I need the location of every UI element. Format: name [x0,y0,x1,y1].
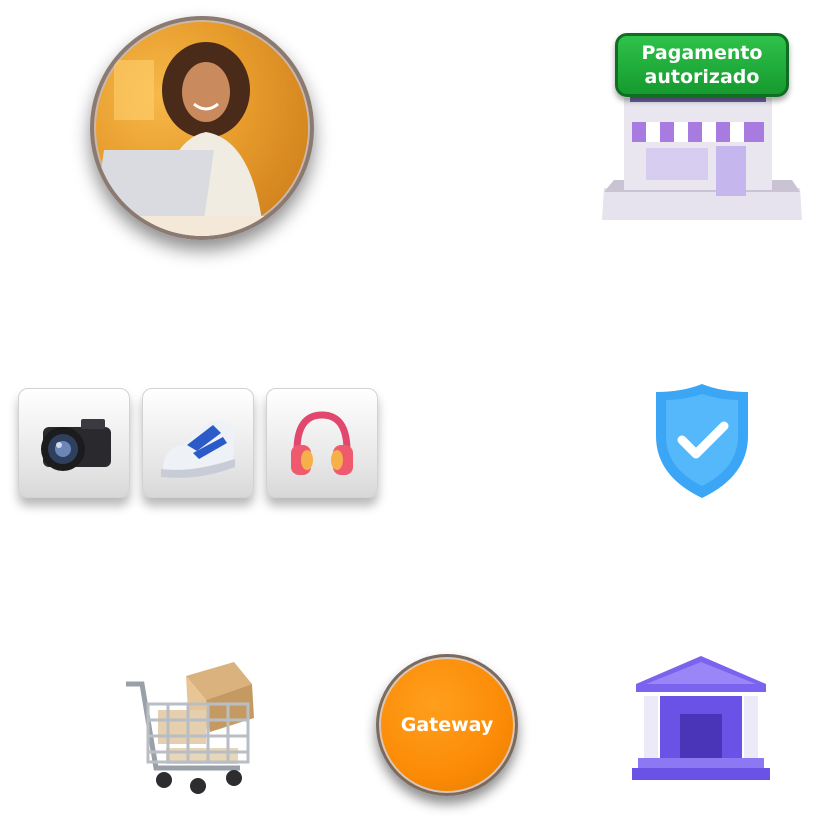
shopping-cart-icon [122,656,258,796]
customer-avatar-icon [90,16,314,240]
shield-check-icon [652,380,752,500]
badge-line-1: Pagamento [641,42,763,64]
camera-icon [41,419,111,471]
sneaker-icon [161,421,235,478]
badge-line-2: autorizado [644,66,760,88]
product-tile-headphones [266,388,378,498]
gateway-label: Gateway [400,714,494,736]
payment-authorized-badge: Pagamento autorizado [615,33,789,97]
product-tile-camera [18,388,130,498]
storefront-icon [600,28,805,226]
product-tile-sneaker [142,388,254,498]
gateway-node: Gateway [376,654,518,796]
bank-icon [630,654,772,784]
headphones-icon [291,411,353,475]
